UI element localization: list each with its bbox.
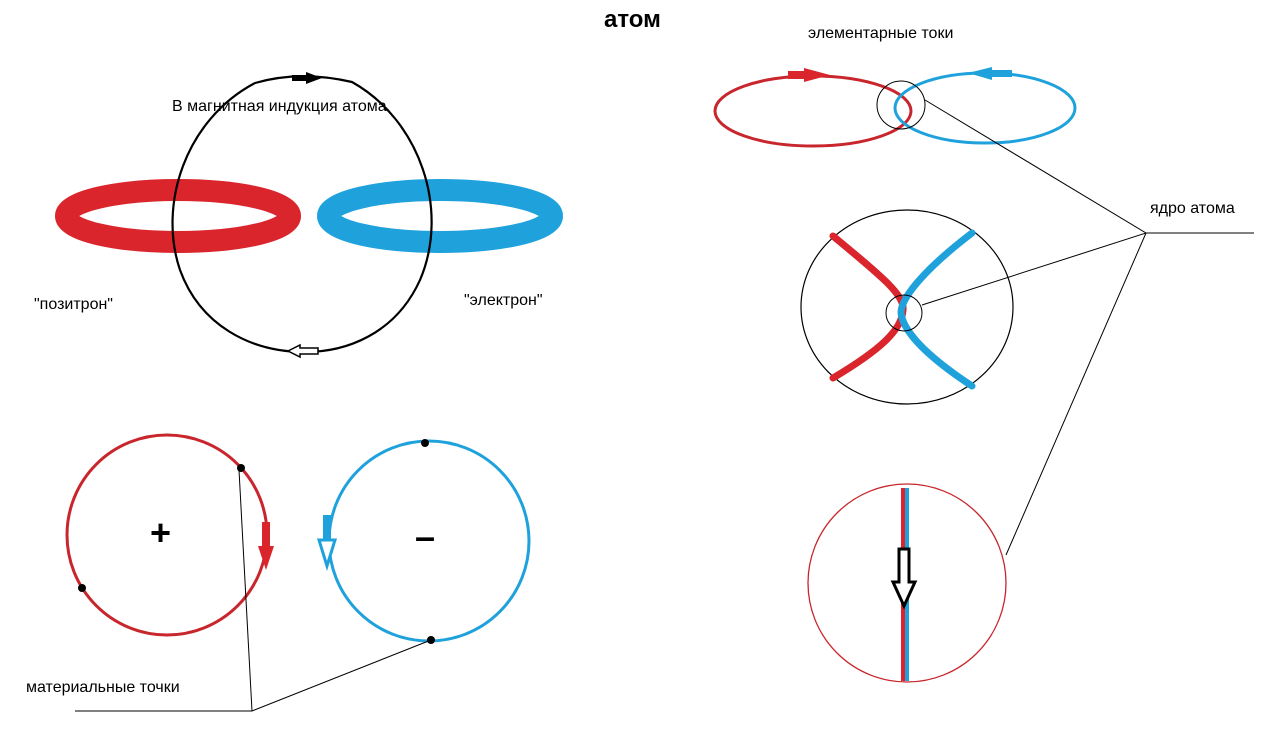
electron-ring: [317, 179, 563, 253]
blue-current-arrow-icon: [968, 67, 1012, 80]
electron-label: "электрон": [464, 292, 543, 309]
down-arrow-icon: [890, 547, 918, 610]
plus-sign: +: [150, 512, 172, 553]
material-point-dot: [237, 464, 245, 472]
top-arrow-icon: [292, 72, 322, 84]
nucleus-side-group: [807, 483, 1007, 683]
nucleus-marker: [876, 80, 926, 130]
nucleus-zoom-group: [800, 209, 1014, 405]
nucleus-side-circle: [807, 483, 1007, 683]
nucleus-center-circle: [885, 294, 923, 332]
material-point-dot: [421, 439, 429, 447]
leader-line: [921, 232, 1147, 306]
leader-line: [1005, 232, 1147, 556]
material-point-dot: [78, 584, 86, 592]
blue-current-curve: [897, 229, 976, 390]
nucleus-zoom-circle: [800, 209, 1014, 405]
elementary-currents-group: [713, 67, 1077, 148]
positron-ring: [55, 179, 301, 253]
red-current-loop: [713, 74, 913, 148]
positron-label: "позитрон": [34, 296, 113, 313]
minus-sign: –: [415, 516, 436, 557]
material-points-label: материальные точки: [26, 679, 180, 696]
elementary-currents-label: элементарные токи: [808, 25, 954, 42]
magnetic-field-loop: [171, 75, 433, 354]
magnetic-induction-group: [55, 72, 563, 359]
nucleus-leader-lines: [921, 99, 1254, 556]
red-current-arrow-icon: [788, 68, 830, 82]
blue-down-arrow-icon: [316, 515, 338, 572]
nucleus-label: ядро атома: [1150, 200, 1235, 217]
bottom-arrow-icon: [286, 343, 319, 359]
leader-line: [924, 99, 1147, 234]
blue-current-loop: [893, 71, 1077, 145]
page-title: атом: [604, 6, 661, 33]
leader-line: [251, 639, 432, 712]
material-points-group: [65, 433, 531, 712]
magnetic-induction-label: В магнитная индукция атома: [172, 98, 387, 115]
leader-line: [238, 469, 253, 712]
red-down-arrow-icon: [258, 522, 274, 570]
red-current-curve: [829, 232, 907, 382]
